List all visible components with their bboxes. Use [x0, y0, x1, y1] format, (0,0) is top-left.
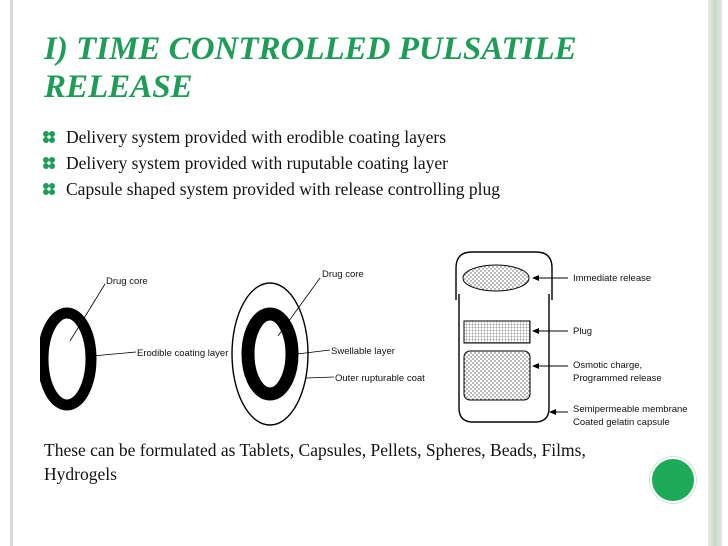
- leader-line: [69, 283, 106, 342]
- leader-line: [277, 277, 321, 337]
- fleuron-bullet-icon: [43, 131, 55, 143]
- osmotic-charge: [463, 350, 531, 401]
- membrane-label-line2: Coated gelatin capsule: [573, 417, 670, 428]
- leader-line: [91, 351, 137, 357]
- immediate-release-label: Immediate release: [573, 273, 651, 284]
- fleuron-bullet-icon: [43, 157, 55, 169]
- leader-line: [305, 376, 335, 379]
- slide-frame-right-band: [708, 0, 722, 546]
- capsule-body-outline: [458, 294, 550, 423]
- arrow-head-icon: [532, 363, 539, 369]
- decorative-green-circle: [650, 457, 696, 503]
- bullet-item: Capsule shaped system provided with rele…: [42, 176, 642, 202]
- bullet-text: Capsule shaped system provided with rele…: [66, 179, 501, 199]
- bullet-item: Delivery system provided with erodible c…: [42, 124, 642, 150]
- erodible-layer-label: Erodible coating layer: [137, 348, 228, 359]
- swellable-layer-ring: [241, 307, 299, 401]
- osmotic-label-line2: Programmed release: [573, 373, 662, 384]
- bullet-text: Delivery system provided with ruputable …: [66, 153, 448, 173]
- outer-coat-label: Outer rupturable coat: [335, 373, 425, 384]
- rupturable-coating-diagram: Drug core Swellable layer Outer rupturab…: [231, 269, 425, 426]
- bullet-list: Delivery system provided with erodible c…: [42, 124, 642, 202]
- plug: [463, 320, 531, 344]
- fleuron-bullet-icon: [43, 183, 55, 195]
- membrane-label-line1: Semipermeable membrane: [573, 404, 688, 415]
- bullet-item: Delivery system provided with ruputable …: [42, 150, 642, 176]
- immediate-release-dose: [462, 264, 530, 292]
- plug-capsule-diagram: Immediate release Plug Osmotic charge, P…: [455, 251, 688, 428]
- erodible-coating-diagram: Drug core Erodible coating layer: [40, 276, 228, 411]
- swellable-layer-label: Swellable layer: [331, 346, 395, 357]
- outer-rupturable-coat: [231, 282, 309, 426]
- formulations-note: These can be formulated as Tablets, Caps…: [44, 440, 586, 484]
- drug-core-label: Drug core: [106, 276, 148, 287]
- capsule-cap-outline: [455, 251, 553, 300]
- bullet-text: Delivery system provided with erodible c…: [66, 127, 447, 147]
- arrow-head-icon: [532, 275, 539, 281]
- slide-title: I) TIME CONTROLLED PULSATILE RELEASE: [44, 31, 577, 105]
- plug-label: Plug: [573, 326, 592, 337]
- leader-line: [296, 349, 331, 355]
- arrow-head-icon: [549, 409, 556, 415]
- drug-core-label: Drug core: [322, 269, 364, 280]
- erodible-coating-ring: [40, 307, 97, 411]
- pulsatile-systems-figure: Drug core Erodible coating layer Drug co…: [40, 251, 688, 428]
- slide-frame-left-line: [10, 0, 13, 546]
- osmotic-label-line1: Osmotic charge,: [573, 360, 642, 371]
- arrow-head-icon: [532, 328, 539, 334]
